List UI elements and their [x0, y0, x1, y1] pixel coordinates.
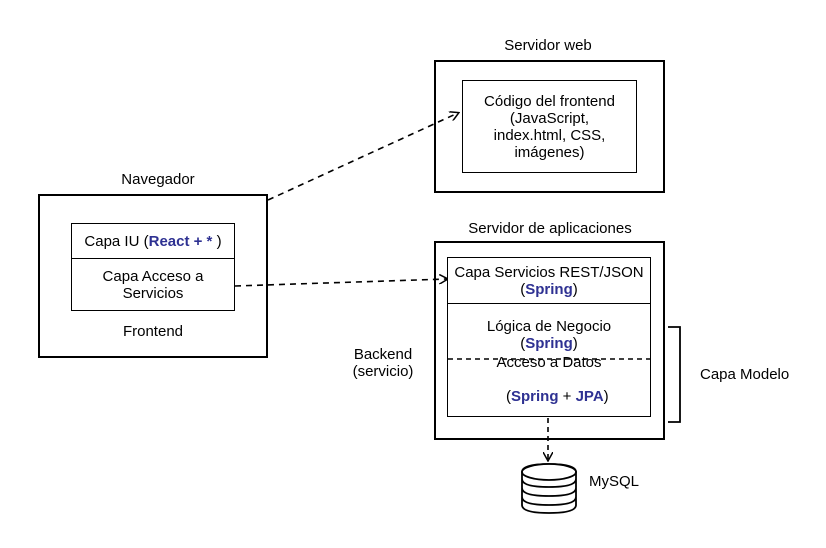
data-access-line1: Acceso a Datos [496, 354, 602, 371]
database-label: MySQL [589, 473, 640, 490]
ui-layer-suffix: ) [212, 232, 222, 250]
rest-layer-line1: Capa Servicios REST/JSON [454, 263, 644, 281]
backend-line2: (servicio) [352, 363, 414, 380]
data-access-plus: + [558, 388, 576, 405]
frontend-code-line1: Código del frontend [484, 92, 615, 110]
frontend-code-line4: imágenes) [514, 143, 585, 161]
app-server-title: Servidor de aplicaciones [468, 220, 632, 237]
rest-layer-tech: Spring [525, 280, 573, 298]
rest-layer-close: ) [572, 280, 578, 298]
model-label: Capa Modelo [700, 366, 790, 383]
data-access-open: ( [505, 388, 511, 405]
ui-layer-tech: React + * [148, 232, 213, 250]
ui-layer-box: Capa IU ( React + * ) [71, 223, 235, 259]
database-icon [521, 463, 577, 514]
arrow-to-web-server [267, 113, 458, 201]
browser-title: Navegador [121, 171, 195, 188]
browser-box [38, 194, 268, 358]
frontend-label: Frontend [122, 323, 184, 340]
model-layer-box [447, 303, 651, 417]
frontend-code-line3: index.html, CSS, [493, 126, 606, 144]
rest-layer-box: Capa Servicios REST/JSON (Spring) [447, 257, 651, 304]
backend-line1: Backend [353, 346, 413, 363]
web-server-box [434, 60, 665, 193]
data-access-close: ) [603, 388, 609, 405]
business-logic-line1: Lógica de Negocio [486, 318, 612, 335]
frontend-code-line2: (JavaScript, [509, 109, 590, 127]
business-logic-open: ( [520, 335, 526, 352]
business-logic-block: Lógica de Negocio (Spring) [449, 316, 649, 354]
data-access-tech1: Spring [510, 388, 559, 405]
frontend-code-box: Código del frontend (JavaScript, index.h… [462, 80, 637, 173]
backend-label: Backend (servicio) [338, 346, 428, 380]
business-logic-close: ) [572, 335, 578, 352]
service-access-line1: Capa Acceso a [102, 267, 204, 285]
data-access-block: Acceso a Datos (Spring + JPA) [449, 354, 649, 407]
rest-layer-open: ( [520, 280, 526, 298]
arrow-to-rest-layer [234, 279, 447, 287]
web-server-title: Servidor web [504, 37, 592, 54]
service-access-line2: Servicios [122, 284, 184, 302]
business-logic-tech: Spring [525, 335, 573, 352]
ui-layer-prefix: Capa IU ( [84, 232, 149, 250]
app-server-box [434, 241, 665, 440]
service-access-box: Capa Acceso a Servicios [71, 258, 235, 311]
model-bracket [668, 326, 681, 423]
data-access-tech2: JPA [575, 388, 604, 405]
